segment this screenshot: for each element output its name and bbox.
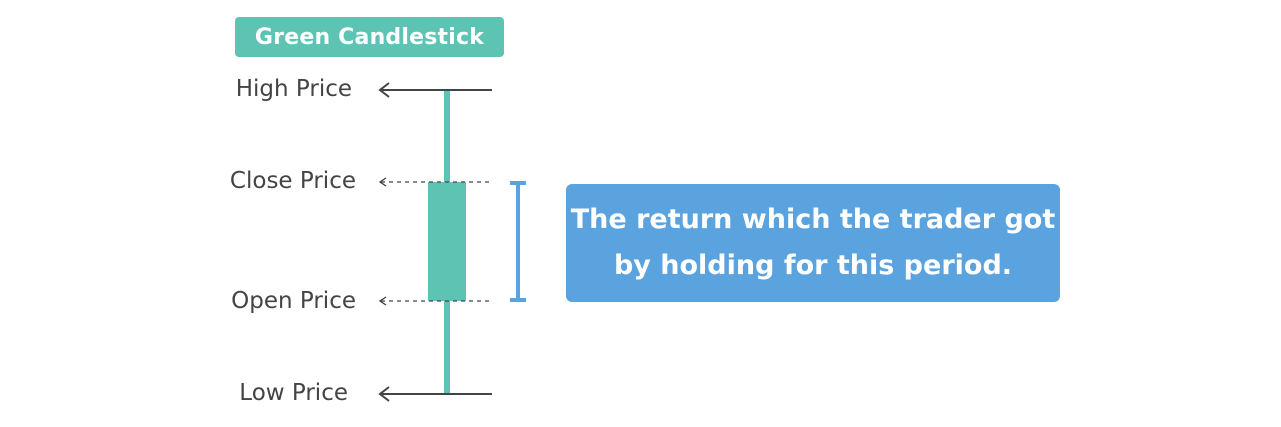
- low-price-label: Low Price: [239, 380, 348, 406]
- return-note-box: The return which the trader got by holdi…: [566, 184, 1060, 302]
- return-bracket-icon: [510, 181, 526, 302]
- low-arrow-icon: [378, 386, 492, 402]
- open-dashed-arrow-icon: [378, 296, 492, 306]
- high-arrow-icon: [378, 82, 492, 98]
- close-dashed-arrow-icon: [378, 177, 492, 187]
- open-price-label: Open Price: [231, 288, 356, 314]
- high-price-label: High Price: [235, 76, 352, 102]
- note-line-2: by holding for this period.: [613, 250, 1013, 281]
- note-line-1: The return which the trader got: [570, 204, 1056, 235]
- green-candlestick-badge: Green Candlestick: [235, 17, 504, 57]
- candle-body: [428, 182, 466, 301]
- close-price-label: Close Price: [229, 168, 356, 194]
